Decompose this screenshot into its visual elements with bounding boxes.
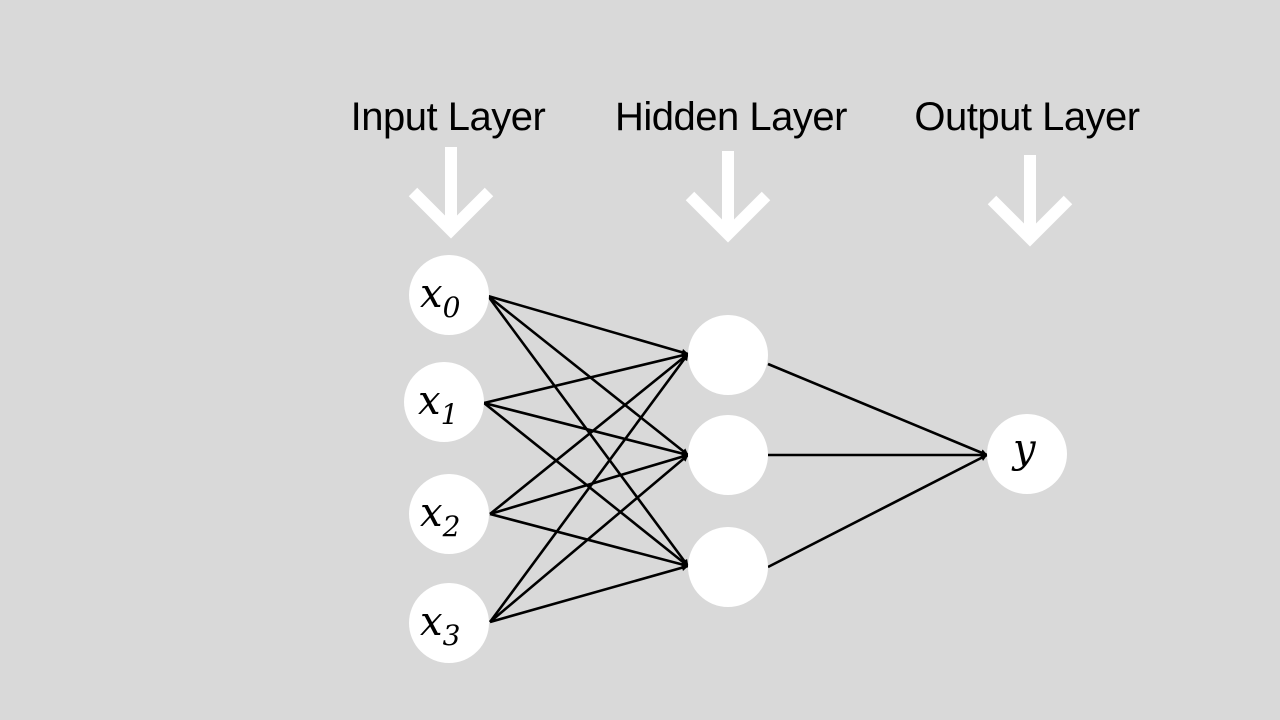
layer-title-input: Input Layer [351, 95, 546, 139]
edge [767, 453, 988, 569]
input-node: x2 [409, 474, 489, 554]
edge [489, 453, 689, 516]
layer-title-output: Output Layer [914, 95, 1139, 139]
edge [483, 352, 689, 405]
input-node: x0 [409, 255, 489, 335]
input-node: x3 [409, 583, 489, 663]
svg-text:x1: x1 [418, 378, 458, 431]
arrow-down-icon [685, 151, 771, 243]
edge [489, 454, 689, 623]
edges-input-hidden [483, 294, 690, 624]
edge [486, 295, 690, 567]
edge [489, 564, 689, 624]
arrow-down-icon [408, 147, 494, 239]
layer-title-hidden: Hidden Layer [615, 95, 847, 139]
edge [487, 294, 689, 356]
edge [488, 353, 690, 623]
svg-text:x3: x3 [420, 599, 460, 652]
hidden-node [688, 527, 768, 607]
edge [483, 401, 689, 457]
input-node: x1 [404, 362, 484, 442]
edges-hidden-output [767, 362, 988, 569]
output-node: y [987, 414, 1067, 494]
hidden-node [688, 415, 768, 495]
svg-text:x2: x2 [420, 490, 460, 543]
edge [767, 362, 988, 457]
svg-text:x0: x0 [420, 271, 460, 324]
arrow-down-icon [987, 155, 1073, 247]
edge [489, 352, 689, 516]
svg-text:y: y [1011, 426, 1037, 472]
hidden-node [688, 315, 768, 395]
edge [487, 294, 689, 457]
